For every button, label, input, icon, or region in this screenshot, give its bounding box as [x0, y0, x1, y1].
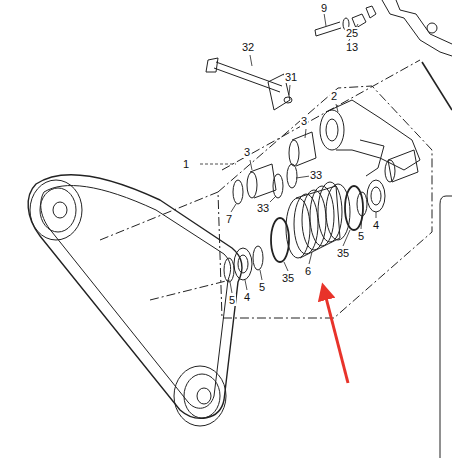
callout-number: 7 [225, 213, 233, 225]
stud [366, 6, 376, 18]
callout-number: 3 [300, 115, 308, 127]
engine-bracket [382, 0, 452, 56]
bolt [214, 62, 282, 92]
edge-line [422, 62, 452, 110]
bolt-head [206, 58, 218, 72]
shaft-end [385, 160, 395, 182]
callout-number: 3 [243, 146, 251, 158]
belt-pulley [174, 366, 226, 426]
callout-number: 9 [320, 2, 328, 14]
bolt [315, 22, 341, 36]
nut [352, 14, 366, 28]
arm-boss [320, 110, 344, 150]
callout-number: 1 [182, 158, 190, 170]
o-ring [287, 164, 297, 188]
sleeve [250, 164, 276, 198]
sleeve-end [247, 172, 257, 198]
callout-number: 4 [372, 219, 380, 231]
callout-number: 6 [304, 265, 312, 277]
bracket-nut [284, 97, 292, 103]
tensioner-arm [326, 100, 420, 170]
callout-number: 33 [256, 202, 270, 214]
belt-pulley [30, 180, 82, 240]
sleeve-end [289, 140, 299, 166]
callout-number: 25 [345, 27, 359, 39]
callout-number: 35 [281, 272, 295, 284]
panel-outline [440, 196, 452, 458]
sleeve [292, 132, 316, 166]
o-ring [273, 174, 283, 198]
callout-number: 5 [228, 294, 236, 306]
leader-line [200, 13, 376, 293]
bearing [367, 180, 385, 212]
pulley-ribs [286, 182, 350, 258]
drive-belt [28, 175, 242, 419]
callout-number: 35 [336, 247, 350, 259]
pointer-arrow [323, 286, 348, 383]
callout-number: 5 [357, 230, 365, 242]
circlip [253, 246, 263, 270]
callout-number: 33 [309, 169, 323, 181]
bracket-hole [427, 23, 437, 33]
callout-number: 5 [258, 281, 266, 293]
engine-bracket [396, 0, 452, 44]
callout-number: 13 [345, 41, 359, 53]
drive-belt [41, 186, 231, 409]
arm-rib [360, 140, 384, 176]
seal-ring [271, 218, 289, 262]
group-outline [218, 86, 432, 318]
callout-number: 32 [241, 41, 255, 53]
circlip [357, 192, 367, 216]
o-ring [233, 180, 243, 204]
callout-number: 4 [243, 291, 251, 303]
arm-shaft [388, 150, 418, 182]
bearing-bore [371, 187, 381, 205]
axis-line [100, 60, 420, 300]
callout-number: 31 [284, 71, 298, 83]
arm-bore [326, 119, 338, 141]
callout-number: 2 [330, 90, 338, 102]
